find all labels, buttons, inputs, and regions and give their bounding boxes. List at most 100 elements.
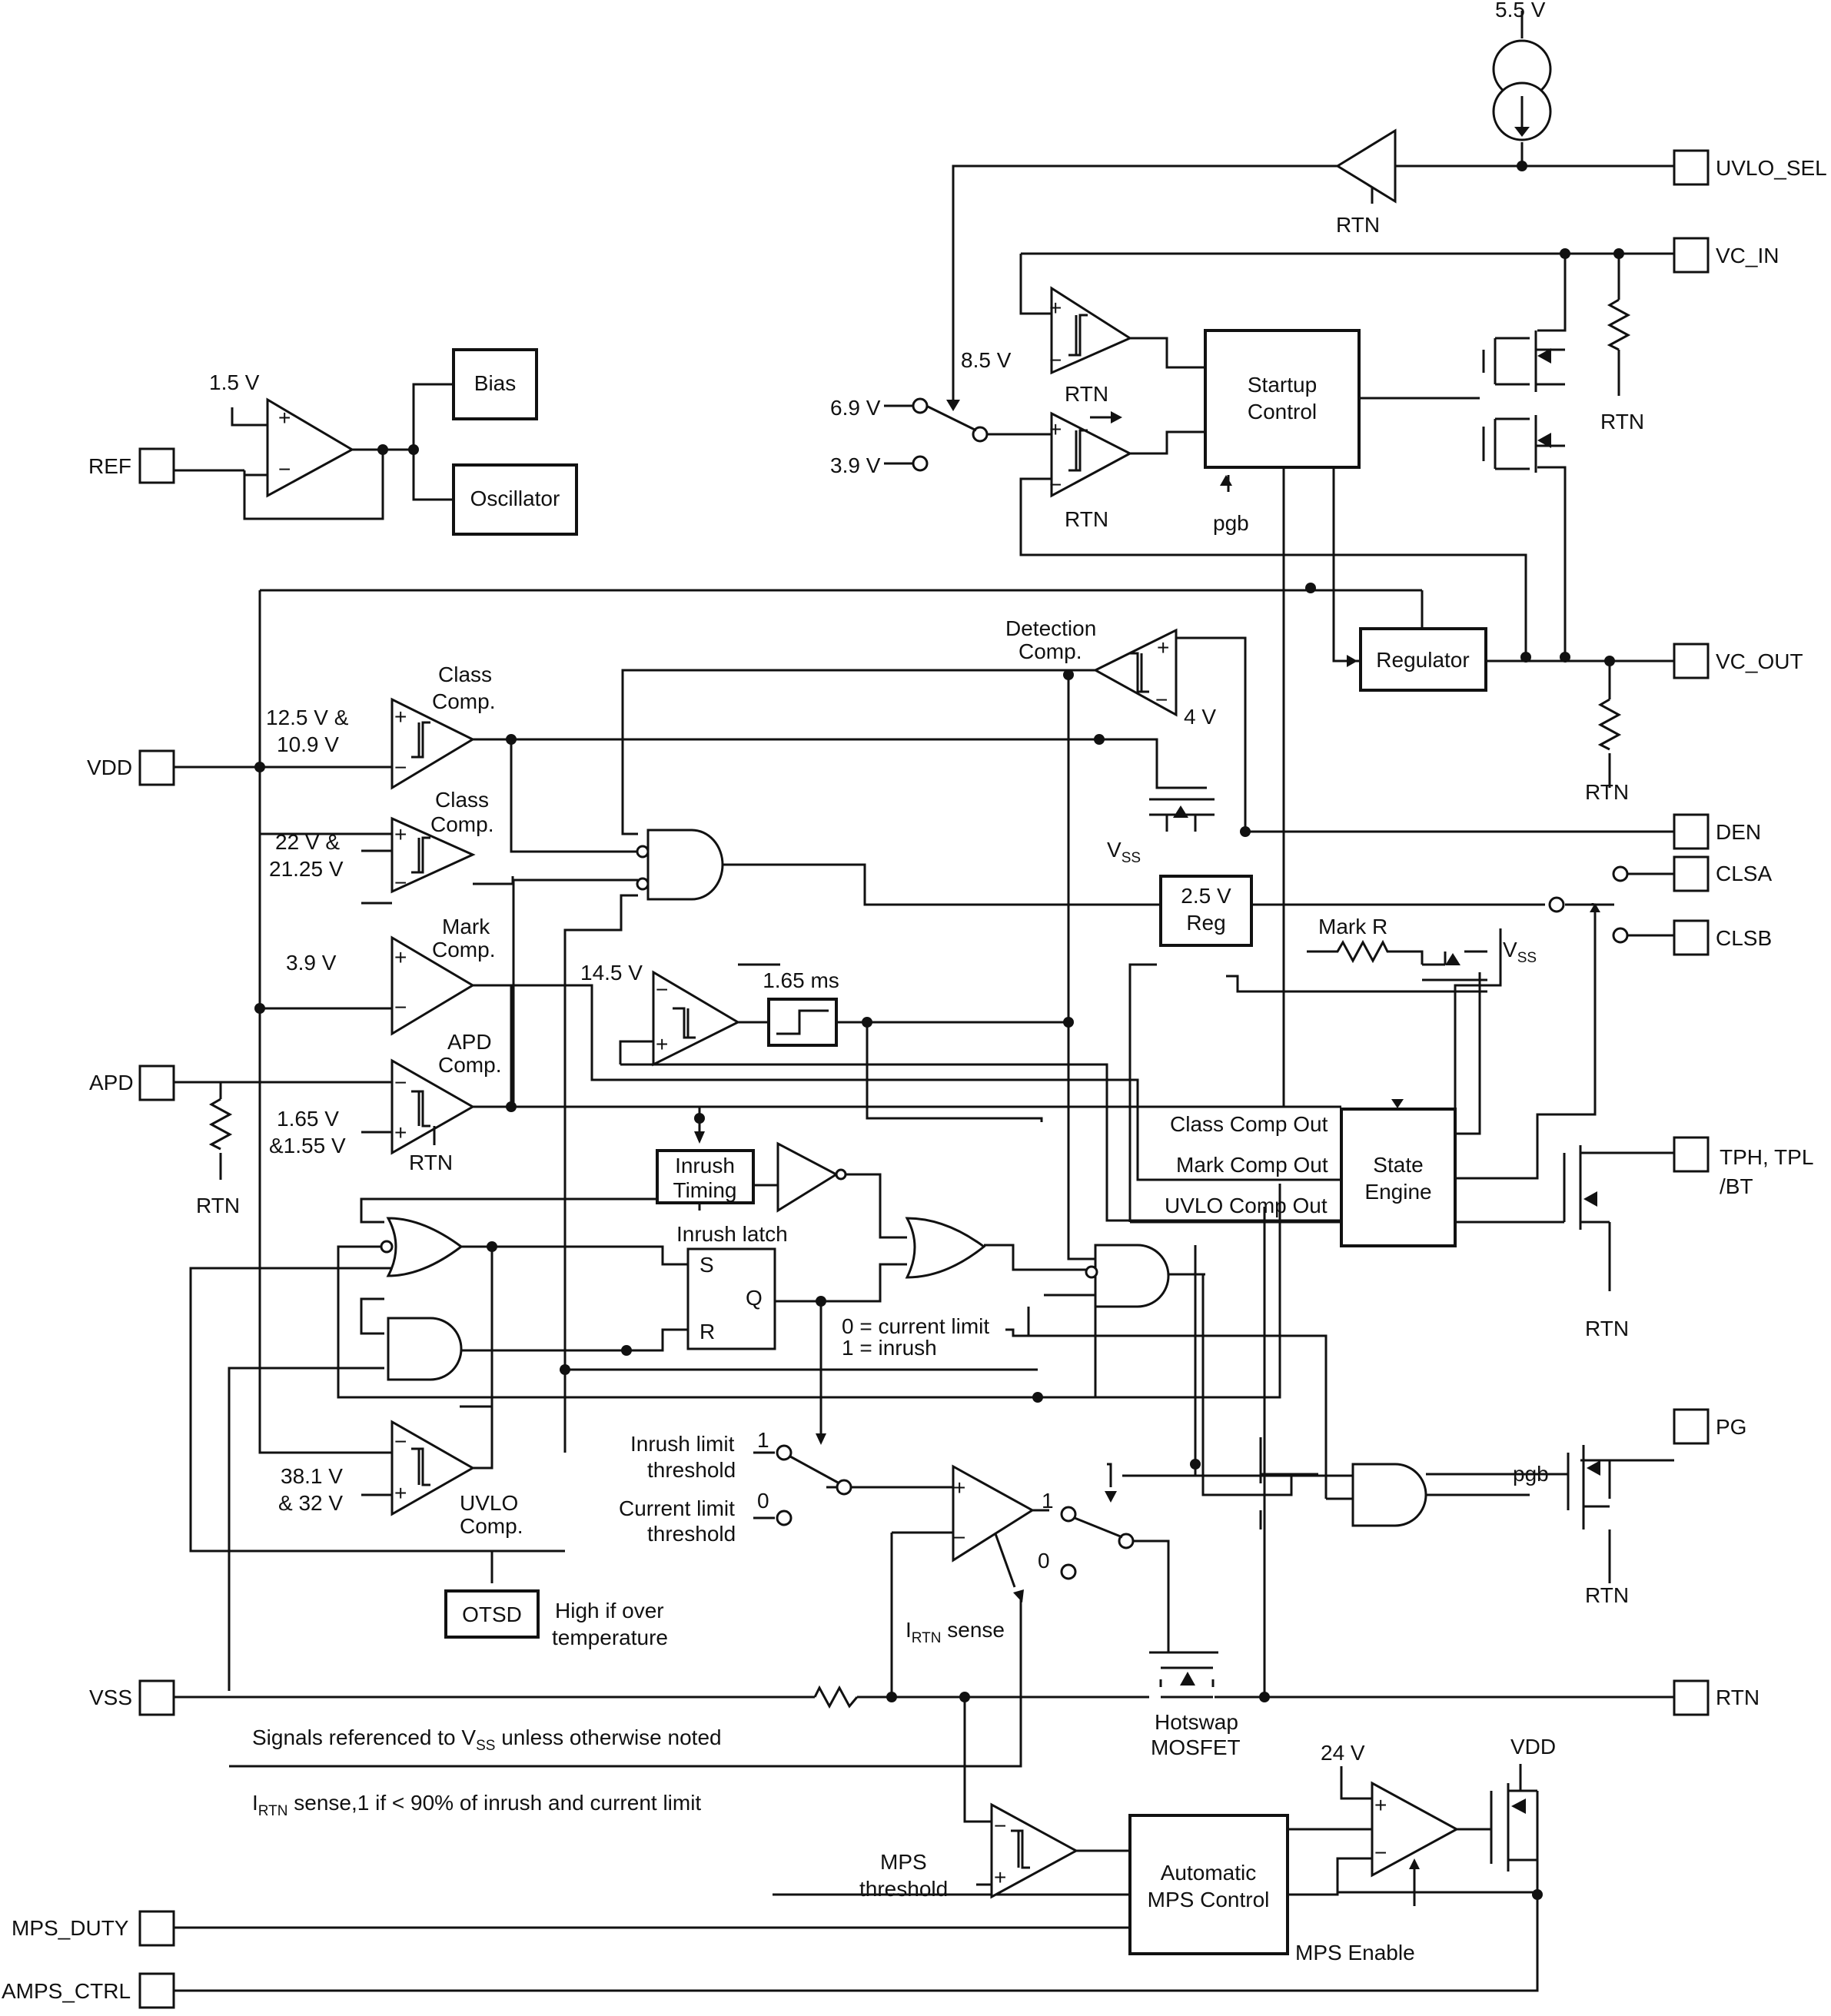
svg-text:VDD: VDD [87,756,132,779]
label-irtn-sense: IRTN sense [906,1618,1005,1646]
bias-block: Bias [452,348,538,420]
svg-text:Engine: Engine [1364,1180,1431,1204]
current-source-icon [1492,39,1552,141]
label-rtn-comp1: RTN [1065,382,1108,406]
or-gate-mid [905,1217,986,1279]
inverter [776,1141,839,1213]
label-vss-mark: VSS [1503,938,1537,966]
svg-text:Timing: Timing [673,1178,737,1202]
startup-comp-lower [1050,411,1133,498]
label-switch-1: 1 [757,1428,769,1452]
svg-text:+: + [1374,1793,1387,1817]
label-38v1: 38.1 V [281,1464,343,1488]
label-apd-comp: Comp. [438,1053,501,1077]
detection-comparator [1092,628,1178,717]
svg-text:+: + [394,705,407,729]
label-22v: 22 V & [275,830,340,854]
label-3v9: 3.9 V [830,453,881,477]
label-rtn-pg: RTN [1585,1583,1629,1607]
label-class1: Class [438,663,492,686]
label-14v5: 14.5 V [580,961,643,985]
resistor-apd [208,1098,233,1151]
svg-text:Startup: Startup [1248,373,1317,397]
uvlo-comparator [390,1420,476,1516]
passive-components [208,39,1674,1872]
label-out-0: 0 [1038,1549,1050,1573]
pin-ref: REF [88,447,175,484]
and-gate-right [1094,1244,1170,1308]
svg-text:DEN: DEN [1716,820,1761,844]
svg-text:+: + [278,406,291,430]
and-gate-pg [1351,1463,1427,1527]
label-mosfet: MOSFET [1151,1735,1241,1759]
svg-text:−: − [1155,688,1168,712]
svg-text:State: State [1373,1153,1423,1177]
svg-text:−: − [278,457,291,481]
svg-text:TPH, TPL: TPH, TPL [1720,1145,1813,1169]
label-vss-det: VSS [1107,838,1141,866]
label-current-threshold: threshold [647,1522,736,1546]
label-1v5: 1.5 V [209,370,260,394]
logic-gates [380,829,1530,1527]
svg-text:VC_IN: VC_IN [1716,244,1779,267]
label-pgb: pgb [1513,1462,1549,1486]
svg-text:/BT: /BT [1720,1174,1753,1198]
svg-text:CLSA: CLSA [1716,862,1772,885]
svg-text:+: + [394,1481,407,1505]
svg-text:−: − [394,871,407,895]
label-inrush-threshold: threshold [647,1458,736,1482]
switch-contacts [776,397,1674,1580]
svg-text:APD: APD [89,1071,134,1094]
svg-text:OTSD: OTSD [462,1603,522,1626]
svg-text:−: − [394,1430,407,1453]
label-apd: APD [447,1030,492,1054]
comparator-14v5 [652,970,741,1067]
svg-text:UVLO_SEL: UVLO_SEL [1716,156,1827,180]
startup-comp-upper [1050,286,1133,375]
label-mark-comp-out: Mark Comp Out [1176,1153,1328,1177]
label-uvlo-comp-out: UVLO Comp Out [1165,1194,1328,1217]
label-rtn-vcin: RTN [1600,410,1644,433]
svg-text:+: + [953,1476,965,1500]
pin-clsb: CLSB [1673,919,1772,956]
label-switch-0: 0 [757,1489,769,1513]
amp-24v [1371,1781,1460,1878]
label-class2-comp: Comp. [430,812,493,836]
svg-text:+: + [394,945,407,969]
svg-text:Automatic: Automatic [1161,1861,1257,1885]
svg-text:MPS Control: MPS Control [1148,1888,1270,1911]
label-mark-r: Mark R [1318,915,1387,938]
svg-text:1.65 ms: 1.65 ms [763,968,839,992]
svg-text:+: + [994,1865,1006,1889]
resistor-vcin [1607,298,1631,351]
label-mark-comp: Comp. [432,938,495,962]
svg-text:+: + [1049,296,1062,320]
svg-text:Control: Control [1248,400,1317,423]
label-5v5: 5.5 V [1495,0,1546,22]
pin-rtn: RTN [1673,1679,1760,1716]
or-gate-left [386,1217,464,1277]
svg-text:−: − [994,1814,1006,1838]
svg-text:Oscillator: Oscillator [470,487,560,510]
label-vdd-mps: VDD [1510,1735,1556,1759]
label-rtn-apd: RTN [196,1194,240,1217]
vcin-fet-icon [1482,330,1565,473]
svg-text:−: − [394,1071,407,1094]
label-class1-comp: Comp. [432,689,495,713]
svg-text:RTN: RTN [1716,1686,1760,1709]
label-1v55: &1.55 V [269,1134,346,1157]
label-uvlo: UVLO [460,1491,518,1515]
label-rtn-buffer: RTN [1336,213,1380,237]
label-hotswap: Hotswap [1155,1710,1238,1734]
label-class2: Class [435,788,489,812]
svg-text:Regulator: Regulator [1376,648,1469,672]
svg-text:−: − [953,1526,965,1549]
pg-fet-icon [1567,1445,1610,1529]
svg-text:−: − [1049,473,1062,497]
pin-clsa: CLSA [1673,855,1772,892]
svg-text:+: + [1049,417,1062,441]
label-current-limit-0: 0 = current limit [842,1314,989,1338]
